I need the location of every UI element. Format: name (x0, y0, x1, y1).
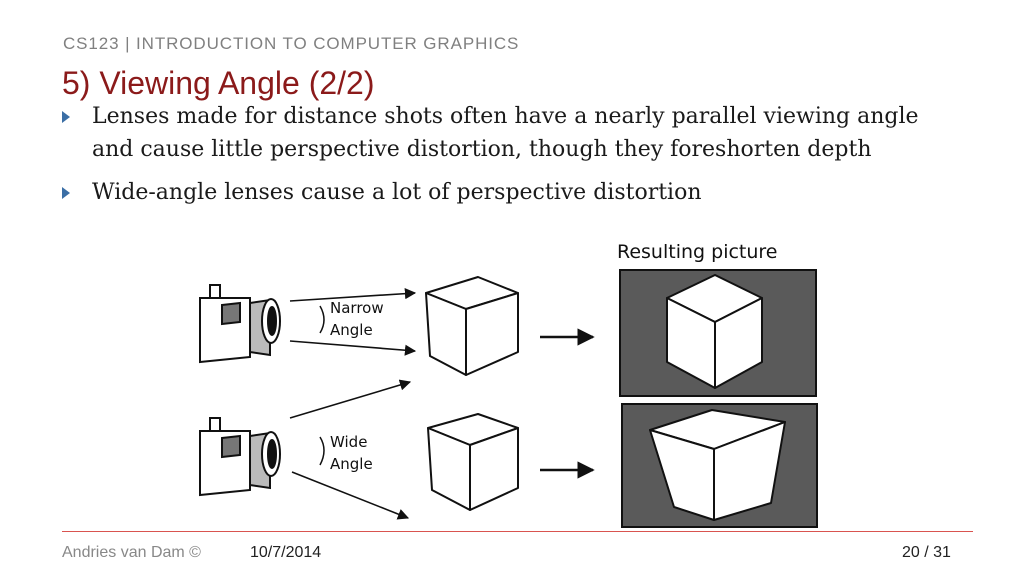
cube-shape (649, 409, 786, 521)
angle-label: Angle (330, 455, 373, 473)
camera-icon (199, 417, 281, 497)
cube-shape (425, 276, 519, 376)
angle-arc (319, 305, 325, 334)
view-ray (291, 471, 410, 520)
slide-title: 5) Viewing Angle (2/2) (62, 65, 375, 101)
bullet-text: Lenses made for distance shots often hav… (92, 104, 919, 162)
bullet-item: Wide-angle lenses cause a lot of perspec… (62, 176, 962, 209)
cube-shape (427, 413, 519, 511)
wide-label: Wide (330, 433, 367, 451)
triangle-bullet-icon (62, 111, 70, 123)
view-ray (289, 288, 417, 302)
narrow-label: Narrow (330, 299, 384, 317)
course-header: CS123 | INTRODUCTION TO COMPUTER GRAPHIC… (63, 34, 520, 53)
figure-caption: Resulting picture (617, 241, 778, 263)
triangle-bullet-icon (62, 187, 70, 199)
camera-icon (199, 284, 281, 364)
footer-author: Andries van Dam © (62, 544, 201, 561)
angle-label: Angle (330, 321, 373, 339)
bullet-item: Lenses made for distance shots often hav… (62, 100, 962, 166)
footer-rule (62, 531, 973, 532)
page-number: 20 / 31 (902, 544, 951, 561)
bullet-list: Lenses made for distance shots often hav… (62, 100, 962, 219)
footer-date: 10/7/2014 (250, 544, 322, 561)
angle-arc (319, 436, 325, 466)
view-ray (289, 379, 412, 419)
cube-shape (666, 274, 763, 389)
bullet-text: Wide-angle lenses cause a lot of perspec… (92, 180, 702, 205)
view-ray (289, 340, 417, 356)
